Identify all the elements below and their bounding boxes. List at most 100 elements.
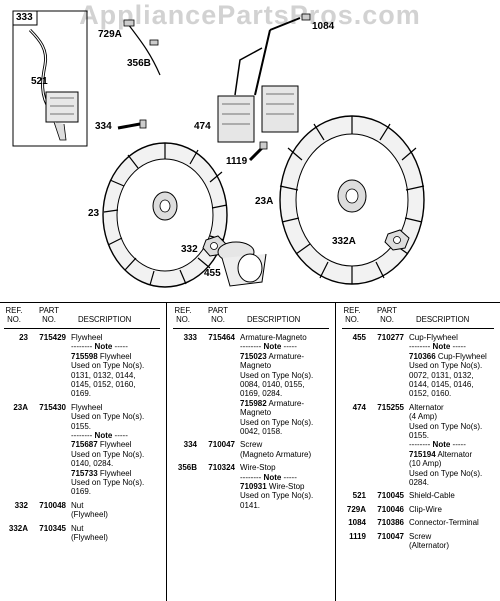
description-line: 0144, 0145, 0146, xyxy=(409,380,474,390)
description-line: (Magneto Armature) xyxy=(240,449,312,459)
header-ref-no: REF.NO. xyxy=(174,306,192,324)
sub-part-number: 710931 xyxy=(240,482,267,491)
part-row-1084: 1084 710386 Connector-Terminal xyxy=(338,518,500,527)
part-description: Nut(Flywheel) xyxy=(71,501,108,520)
callout-334: 334 xyxy=(95,121,112,132)
part-row-455: 455 710277 Cup-Flywheel-------- Note -----… xyxy=(338,333,500,399)
description-line: Used on Type No(s). xyxy=(240,417,314,427)
description-line: (10 Amp) xyxy=(409,459,442,469)
part-number: 715255 xyxy=(377,402,404,412)
callout-474: 474 xyxy=(194,121,211,132)
description-line: Used on Type No(s). xyxy=(71,478,145,488)
description-line: 0084, 0140, 0155, xyxy=(240,380,305,390)
flywheel-23a-drawing xyxy=(279,115,425,285)
exploded-parts-diagram: AppliancePartsPros.com xyxy=(0,0,500,300)
flywheel-23-drawing xyxy=(102,142,228,288)
description-line: 0152, 0160. xyxy=(409,389,452,399)
ref-number: 333 xyxy=(183,333,197,342)
description-line: Shield-Cable xyxy=(409,491,455,501)
ref-number: 1119 xyxy=(349,531,366,541)
part-description: Armature-Magneto-------- Note -----71502… xyxy=(240,333,313,436)
part-number: 710046 xyxy=(377,504,404,514)
description-line: (4 Amp) xyxy=(409,412,438,422)
description-line: 0155. xyxy=(71,421,92,431)
callout-356b: 356B xyxy=(127,58,151,69)
part-description: Clip-Wire xyxy=(409,505,442,514)
description-line: Magneto xyxy=(240,361,272,371)
description-line: Flywheel xyxy=(71,333,103,342)
alternator-drawing xyxy=(217,13,311,143)
description-line: Flywheel xyxy=(71,402,103,412)
description-line: Used on Type No(s). xyxy=(71,361,145,371)
part-row-729a: 729A 710046 Clip-Wire xyxy=(338,505,500,514)
armature-inset-box xyxy=(12,10,88,147)
part-row-356b: 356B 710324 Wire-Stop-------- Note -----71… xyxy=(169,463,334,510)
description-line: Used on Type No(s). xyxy=(409,361,483,371)
description-line: 0140, 0284. xyxy=(71,459,114,469)
ref-number: 356B xyxy=(177,463,197,473)
description-line: Screw xyxy=(409,531,432,541)
part-number: 710277 xyxy=(377,333,404,342)
part-description: Shield-Cable xyxy=(409,491,455,500)
ref-number: 23A xyxy=(13,402,28,412)
callout-1084: 1084 xyxy=(312,21,335,32)
sub-part-number: 715733 xyxy=(71,468,98,478)
description-line: Magneto xyxy=(240,408,272,418)
header-description: DESCRIPTION xyxy=(247,314,301,324)
description-line: -------- Note ----- xyxy=(71,431,128,441)
part-description: Wire-Stop-------- Note -----710931 Wire-… xyxy=(240,463,313,510)
description-line: 0131, 0132, 0144, xyxy=(71,370,136,380)
description-line: Used on Type No(s). xyxy=(71,449,145,459)
part-number: 710047 xyxy=(208,440,235,450)
callout-23: 23 xyxy=(88,208,100,219)
description-line: 715687 Flywheel xyxy=(71,440,132,450)
description-line: (Flywheel) xyxy=(71,510,108,520)
part-description: Screw(Magneto Armature) xyxy=(240,440,311,459)
callout-23a: 23A xyxy=(255,196,274,207)
part-description: Nut(Flywheel) xyxy=(71,524,108,543)
description-line: Wire-Stop xyxy=(240,463,276,473)
part-number: 710386 xyxy=(377,518,404,528)
description-line: Used on Type No(s). xyxy=(240,370,314,380)
part-number: 710048 xyxy=(39,500,66,510)
description-line: 710931 Wire-Stop xyxy=(240,482,305,491)
part-number: 710324 xyxy=(208,463,235,473)
description-line: 0169. xyxy=(71,389,92,399)
callout-521: 521 xyxy=(31,76,48,87)
part-description: Alternator(4 Amp)Used on Type No(s).0155… xyxy=(409,403,482,488)
ref-number: 729A xyxy=(346,504,366,514)
description-line: 710366 Cup-Flywheel xyxy=(409,351,487,361)
description-line: 0072, 0131, 0132, xyxy=(409,370,474,380)
description-line: Cup-Flywheel xyxy=(409,333,458,342)
callout-333: 333 xyxy=(16,12,33,23)
part-description: Screw(Alternator) xyxy=(409,532,449,551)
watermark: AppliancePartsPros.com xyxy=(79,0,421,30)
description-line: Used on Type No(s). xyxy=(240,491,314,501)
ref-number: 455 xyxy=(352,333,366,342)
description-line: 715598 Flywheel xyxy=(71,351,132,361)
part-description: Connector-Terminal xyxy=(409,518,479,527)
sub-part-number: 715194 xyxy=(409,449,436,459)
column-divider xyxy=(335,303,336,601)
description-line: (Flywheel) xyxy=(71,533,108,542)
description-line: 0284. xyxy=(409,478,430,488)
ref-number: 1084 xyxy=(348,518,366,528)
callout-1119: 1119 xyxy=(226,156,248,167)
part-number: 715464 xyxy=(208,333,235,342)
header-description: DESCRIPTION xyxy=(416,314,470,324)
nut-332a-drawing xyxy=(384,229,410,251)
screw-334-drawing xyxy=(117,119,147,130)
description-line: -------- Note ----- xyxy=(409,342,466,352)
screw-1119-drawing xyxy=(248,141,268,162)
sub-part-number: 715598 xyxy=(71,351,98,361)
part-number: 710345 xyxy=(39,523,66,533)
